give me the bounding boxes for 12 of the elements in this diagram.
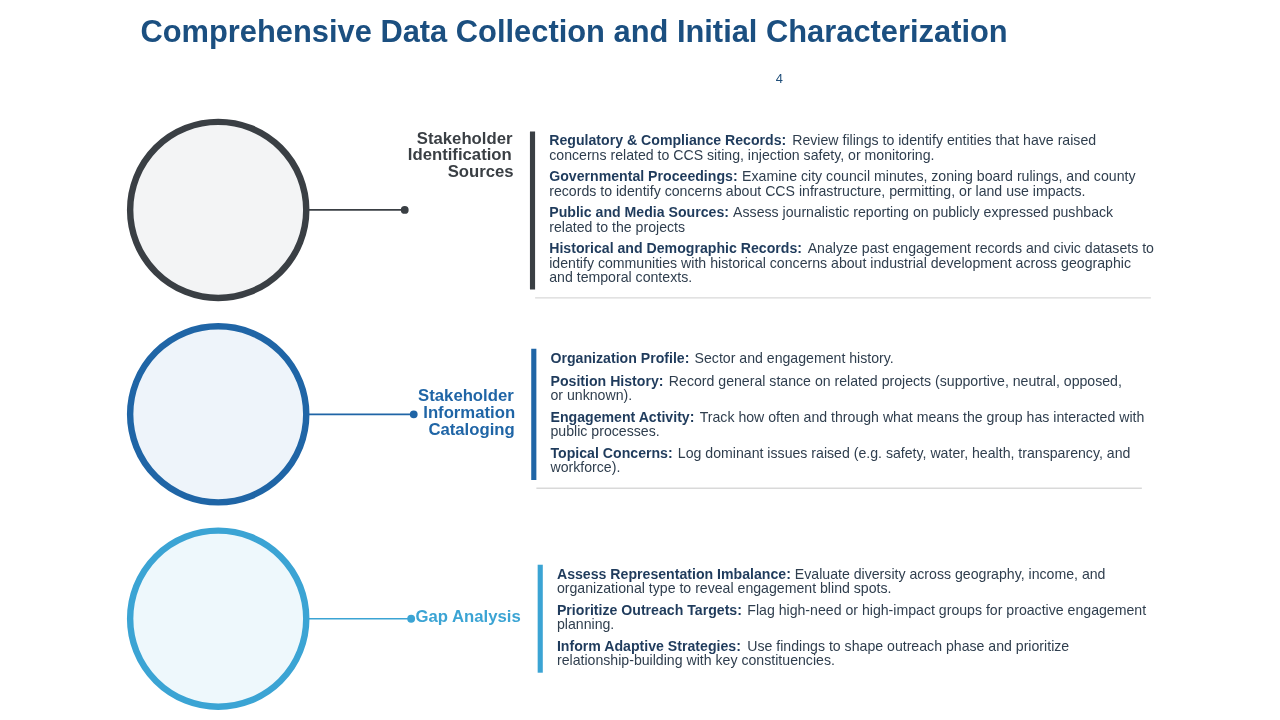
- node-label: Prioritize Outreach Targets: Flag high-need or high-impact groups for proactive engagement planning.: [556, 601, 1146, 632]
- node-puzzle: [126, 527, 309, 710]
- diagram-title: Comprehensive Data Collection and Initial Characterization: [139, 13, 1008, 49]
- node-label: Gap Analysis: [415, 606, 521, 626]
- node-box: [537, 564, 543, 673]
- node-label: Inform Adaptive Strategies: Use findings to shape outreach phase and prioritize relationship-building with key constituencies.: [556, 637, 1069, 668]
- node-puzzle: [126, 323, 309, 506]
- label: 4: [775, 71, 783, 87]
- node-label: Assess Representation Imbalance: Evaluate diversity across geography, income, and organizational type to reveal engagement blind spots.: [556, 565, 1105, 596]
- node-label: Stakeholder Identification Sources: [407, 128, 514, 181]
- node-label: Stakeholder Information Cataloging: [417, 386, 515, 439]
- node-puzzle: [126, 118, 309, 302]
